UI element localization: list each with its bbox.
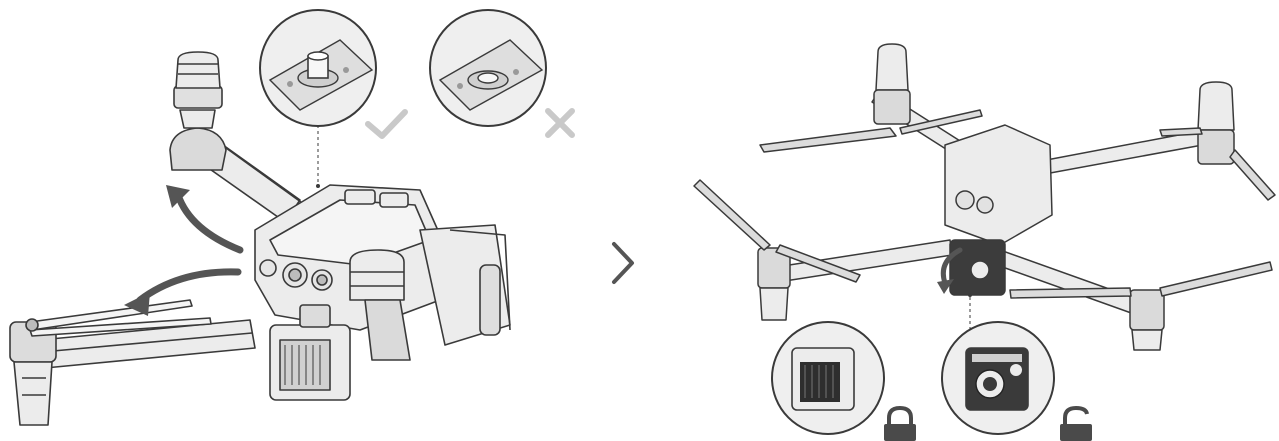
callout-unlocked	[942, 322, 1054, 434]
callout-incorrect	[430, 10, 546, 126]
prop-front-right-b	[1160, 262, 1272, 296]
prop-front-left-a	[694, 180, 770, 250]
arm-front-left	[770, 240, 952, 283]
unfold-arrows	[140, 195, 240, 300]
step-unfold-arms-panel	[0, 0, 600, 441]
callout-locked	[772, 322, 884, 434]
drone-body-unfolded	[945, 125, 1052, 245]
lower-left-arm	[10, 300, 255, 425]
motor-front-left	[758, 248, 790, 320]
callout-correct	[260, 10, 376, 126]
prop-rear-right-b	[1230, 150, 1275, 200]
rotate-gimbal-illustration	[660, 0, 1279, 441]
lock-open-icon	[1060, 408, 1092, 441]
motor-rear-left	[874, 44, 910, 124]
raise-arm-arrow	[178, 195, 240, 250]
motor-front-right	[1130, 290, 1164, 350]
chevron-right-icon	[608, 240, 638, 286]
arm-front-right	[994, 250, 1140, 314]
lock-closed-icon	[884, 408, 916, 441]
check-icon	[368, 112, 405, 136]
swing-arm-arrow	[140, 272, 238, 300]
prop-rear-right-a	[1160, 128, 1202, 136]
unfold-arms-illustration	[0, 0, 600, 441]
motor-rear-right	[1198, 82, 1234, 164]
prop-rear-left-a	[760, 128, 896, 152]
prop-front-right-a	[1010, 288, 1131, 298]
step-rotate-gimbal-panel	[660, 0, 1279, 441]
cross-icon	[548, 111, 572, 135]
